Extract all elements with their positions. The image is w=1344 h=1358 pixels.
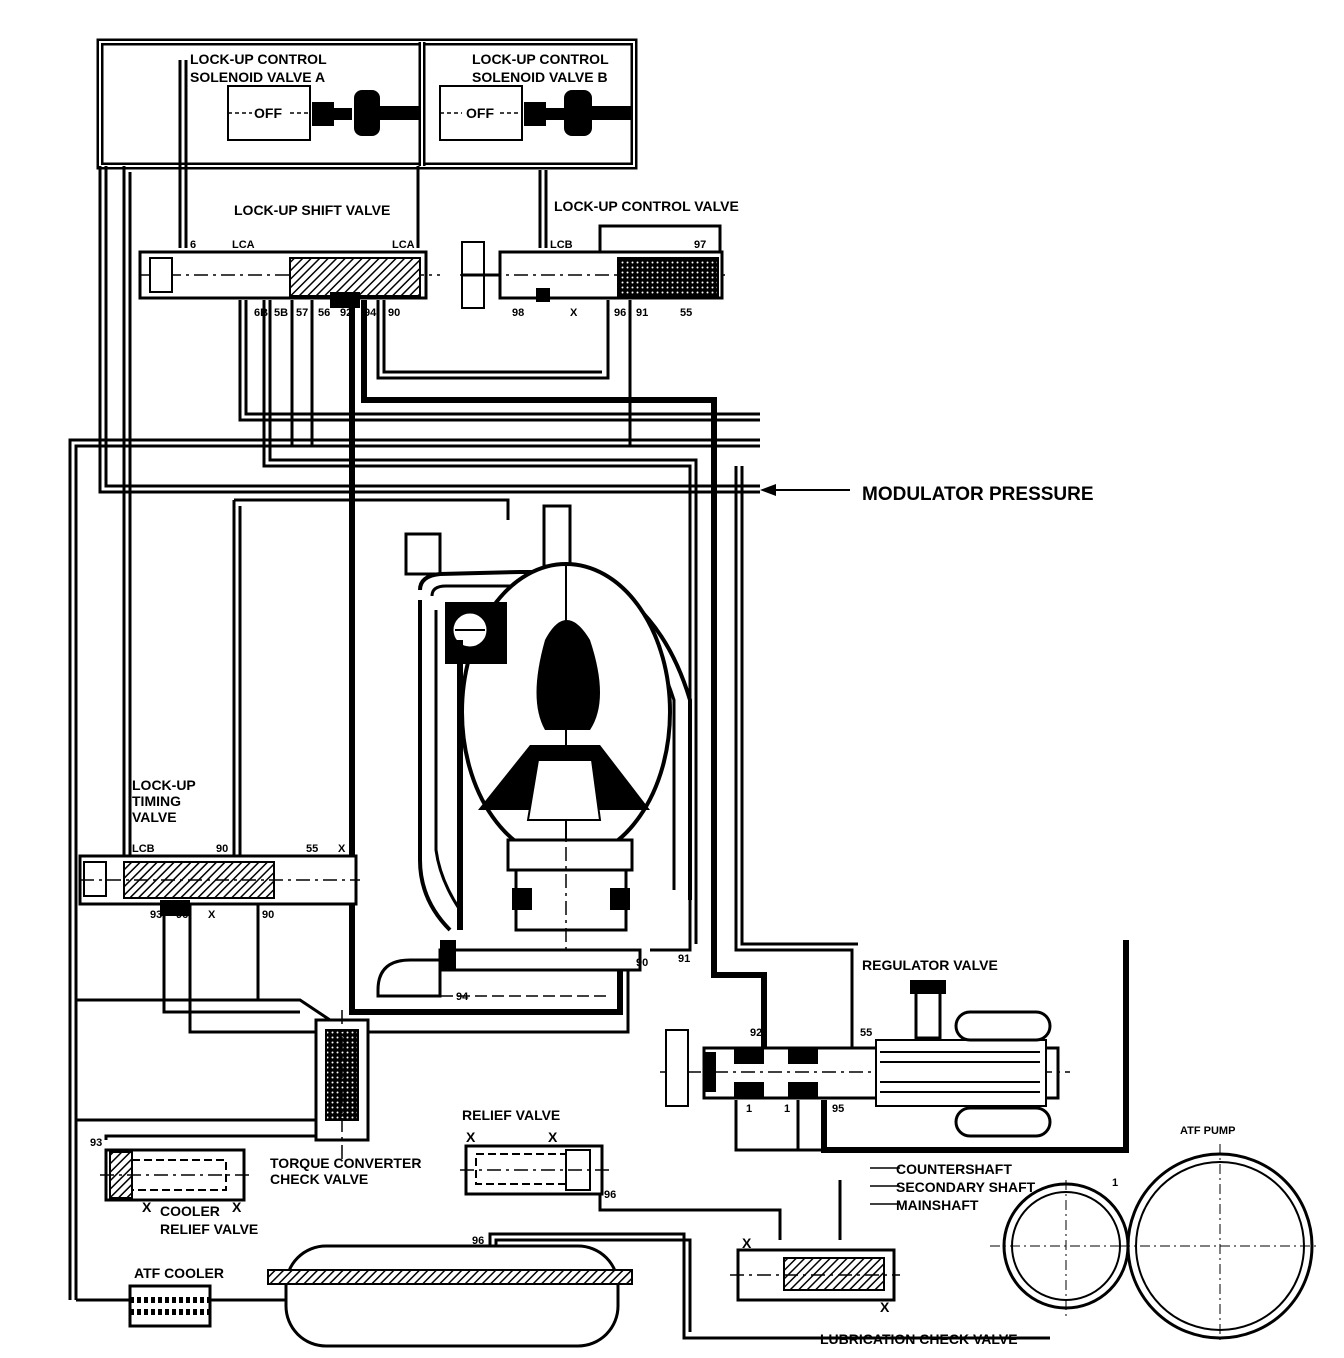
port-label: 93	[90, 1137, 102, 1149]
solenoid-a-label-line1: LOCK-UP CONTROL	[190, 51, 327, 67]
solenoid-a-state: OFF	[254, 105, 282, 121]
countershaft-label: COUNTERSHAFT	[896, 1161, 1012, 1177]
port-label: X	[570, 307, 578, 319]
solenoid-a-label-line2: SOLENOID VALVE A	[190, 69, 325, 85]
relief-valve-label: RELIEF VALVE	[462, 1107, 560, 1123]
port-label: 90	[216, 843, 228, 855]
lock-up-timing-valve	[78, 854, 360, 916]
lubrication-check-valve	[730, 1248, 900, 1302]
port-label: 90	[636, 957, 648, 969]
modulator-arrow	[760, 484, 850, 496]
port-label: X	[742, 1235, 752, 1251]
port-label: 94	[364, 307, 377, 319]
timing-valve-label-line1: LOCK-UP	[132, 777, 196, 793]
atf-pump	[990, 1144, 1320, 1340]
port-label: LCA	[232, 239, 255, 251]
port-label: 91	[678, 953, 690, 965]
port-labels: 6 LCA LCA 6B 5B 57 56 92 94 90 LCB 97 98…	[90, 239, 1118, 1315]
text-labels: LOCK-UP CONTROL SOLENOID VALVE A LOCK-UP…	[132, 51, 1235, 1347]
timing-valve-label-line3: VALVE	[132, 809, 177, 825]
port-label: X	[880, 1299, 890, 1315]
solenoid-b-state: OFF	[466, 105, 494, 121]
solenoid-housing	[96, 38, 638, 170]
port-label: X	[232, 1199, 242, 1215]
relief-valve	[460, 1144, 610, 1196]
timing-valve-label-line2: TIMING	[132, 793, 181, 809]
port-label: 97	[694, 239, 706, 251]
port-label: 96	[472, 1235, 484, 1247]
cooler-relief-label-line2: RELIEF VALVE	[160, 1221, 258, 1237]
lubrication-check-valve-label: LUBRICATION CHECK VALVE	[820, 1331, 1018, 1347]
solenoid-b-label-line1: LOCK-UP CONTROL	[472, 51, 609, 67]
port-label: 55	[306, 843, 318, 855]
port-label: X	[208, 909, 216, 921]
port-label: 6	[190, 239, 196, 251]
port-label: 93	[150, 909, 162, 921]
lock-up-control-valve	[460, 224, 730, 309]
solenoid-valve-b	[439, 85, 632, 141]
cooler-relief-label-line1: COOLER	[160, 1203, 220, 1219]
port-label: X	[466, 1129, 476, 1145]
port-label: 56	[318, 307, 330, 319]
atf-cooler-label: ATF COOLER	[134, 1265, 224, 1281]
atf-cooler	[128, 1284, 212, 1328]
port-label: 96	[176, 909, 188, 921]
port-label: 94	[456, 991, 469, 1003]
port-label: 55	[860, 1027, 872, 1039]
port-label: LCB	[132, 843, 155, 855]
solenoid-b-label-line2: SOLENOID VALVE B	[472, 69, 608, 85]
regulator-valve	[660, 980, 1070, 1138]
port-label: 1	[1112, 1177, 1118, 1189]
port-label: 90	[262, 909, 274, 921]
port-label: 1	[746, 1103, 752, 1115]
oil-sump	[267, 1244, 633, 1348]
atf-pump-label: ATF PUMP	[1180, 1125, 1235, 1137]
port-label: 90	[388, 307, 400, 319]
tc-check-valve-label-line2: CHECK VALVE	[270, 1171, 368, 1187]
modulator-pressure-label: MODULATOR PRESSURE	[862, 484, 1094, 505]
port-label: LCB	[550, 239, 573, 251]
secondary-shaft-label: SECONDARY SHAFT	[896, 1179, 1036, 1195]
cooler-relief-valve	[100, 1148, 250, 1202]
port-label: X	[142, 1199, 152, 1215]
solenoid-valve-a	[227, 85, 420, 141]
port-label: X	[548, 1129, 558, 1145]
port-label: 57	[296, 307, 308, 319]
port-label: 91	[636, 307, 648, 319]
port-label: 92	[340, 307, 352, 319]
regulator-valve-label: REGULATOR VALVE	[862, 957, 998, 973]
port-label: 96	[614, 307, 626, 319]
port-label: 95	[832, 1103, 844, 1115]
port-label: 5B	[274, 307, 288, 319]
lock-up-shift-valve	[138, 250, 440, 308]
tc-check-valve-label-line1: TORQUE CONVERTER	[270, 1155, 421, 1171]
control-valve-label: LOCK-UP CONTROL VALVE	[554, 198, 739, 214]
port-label: 55	[680, 307, 692, 319]
torque-converter-check-valve	[314, 1010, 370, 1160]
port-label: 6B	[254, 307, 268, 319]
port-label: 98	[512, 307, 524, 319]
pipe-network	[68, 60, 1129, 1340]
port-label: LCA	[392, 239, 415, 251]
port-label: X	[338, 843, 346, 855]
shift-valve-label: LOCK-UP SHIFT VALVE	[234, 202, 390, 218]
port-label: 92	[750, 1027, 762, 1039]
torque-converter	[376, 504, 692, 998]
port-label: 96	[604, 1189, 616, 1201]
mainshaft-label: MAINSHAFT	[896, 1197, 979, 1213]
port-label: 1	[784, 1103, 790, 1115]
